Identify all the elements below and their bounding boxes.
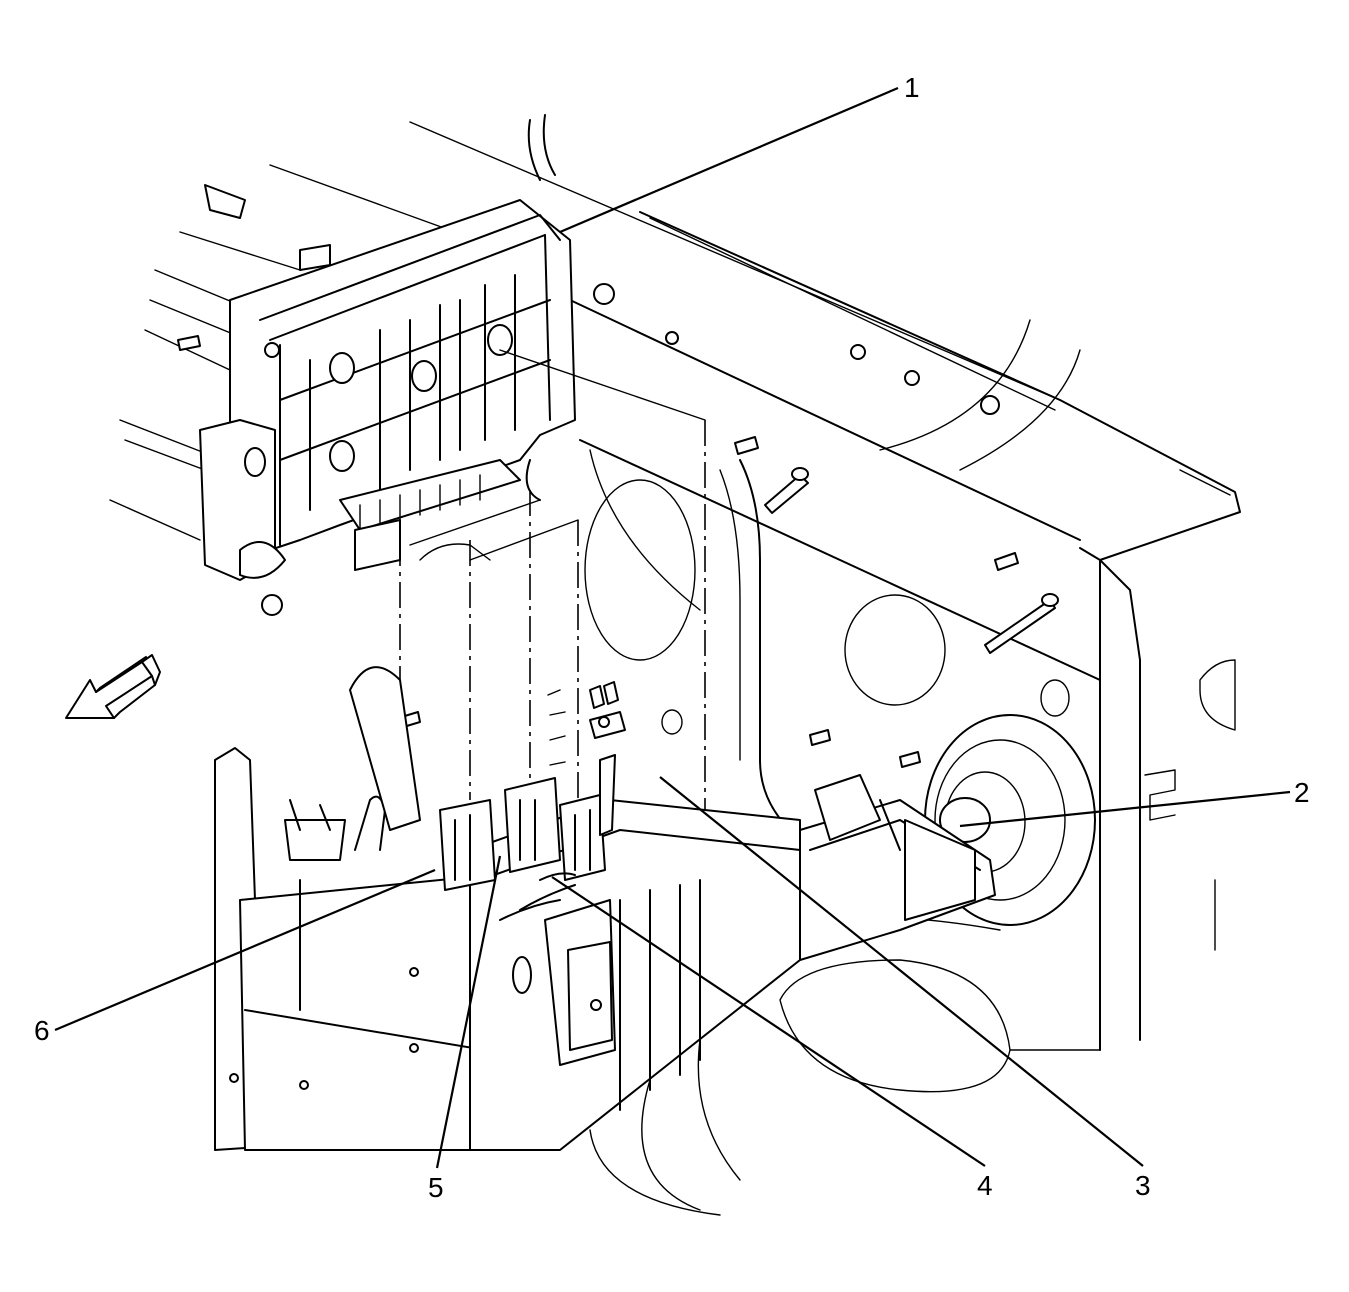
upper-mounting-bracket [199, 184, 576, 616]
callout-1: 1 [904, 72, 920, 103]
callout-5: 5 [428, 1172, 444, 1203]
callout-6: 6 [34, 1015, 50, 1046]
alignment-lines [399, 349, 706, 810]
front-direction-arrow-icon [65, 654, 161, 719]
relay-center-assembly [214, 543, 996, 1151]
leader-lines [54, 86, 1291, 1169]
callout-3: 3 [1135, 1170, 1151, 1201]
callout-2: 2 [1294, 777, 1310, 808]
callout-labels: 1 2 3 4 5 6 [34, 72, 1310, 1203]
callout-4: 4 [977, 1170, 993, 1201]
mounting-studs [177, 283, 1059, 768]
